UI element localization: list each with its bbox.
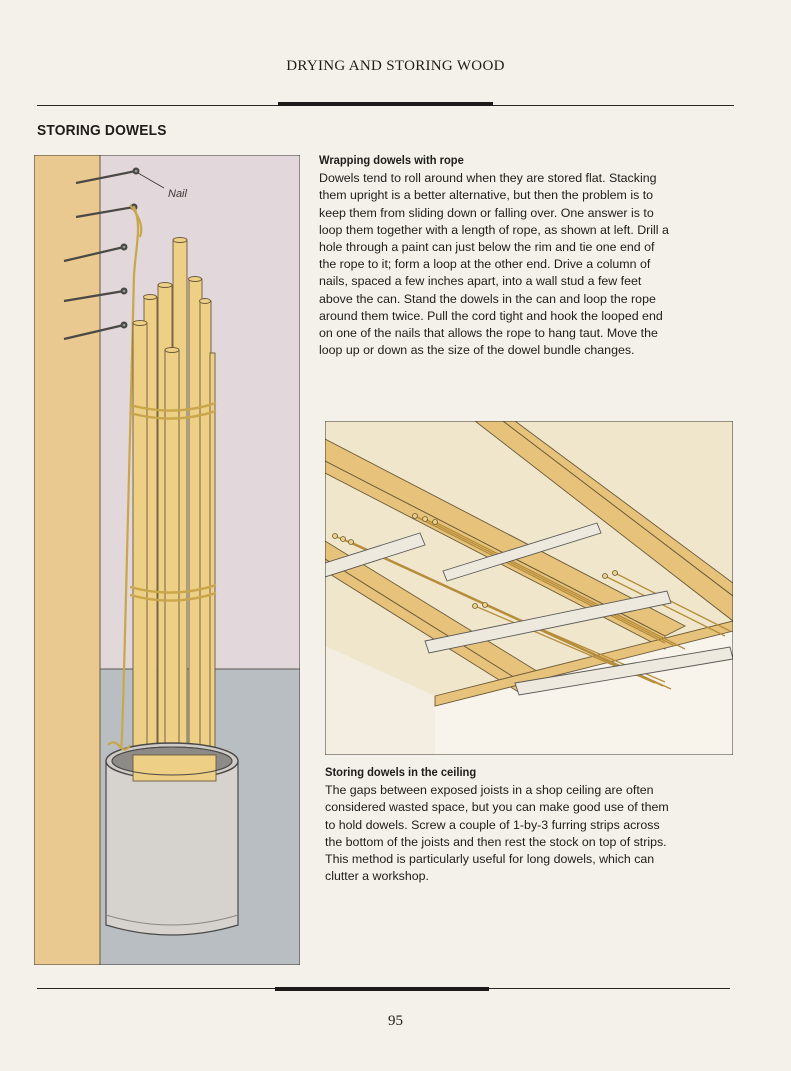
figure-ceiling-storage (325, 421, 733, 755)
page-number: 95 (388, 1013, 403, 1029)
nail-callout: Nail (168, 188, 188, 200)
caption-ceiling-title: Storing dowels in the ceiling (325, 765, 477, 779)
figure-dowels-in-can: Nail (34, 155, 300, 965)
footer-rule-accent (275, 987, 489, 991)
stored-dowels (334, 515, 731, 690)
dowel-bundle (132, 237, 216, 786)
header-rule-accent (278, 102, 493, 106)
wall-stud (34, 155, 101, 965)
caption-ceiling-body: The gaps between exposed joists in a sho… (325, 783, 669, 884)
section-title: STORING DOWELS (37, 122, 167, 139)
caption-rope-body: Dowels tend to roll around when they are… (319, 171, 669, 358)
rope (118, 206, 140, 776)
caption-rope-title: Wrapping dowels with rope (319, 153, 464, 167)
header-title: DRYING AND STORING WOOD (286, 58, 505, 74)
rope-wraps (129, 401, 217, 602)
caption-ceiling: Storing dowels in the ceiling The gaps b… (325, 764, 675, 885)
furring-strips (325, 522, 733, 696)
caption-rope: Wrapping dowels with rope Dowels tend to… (319, 152, 669, 359)
